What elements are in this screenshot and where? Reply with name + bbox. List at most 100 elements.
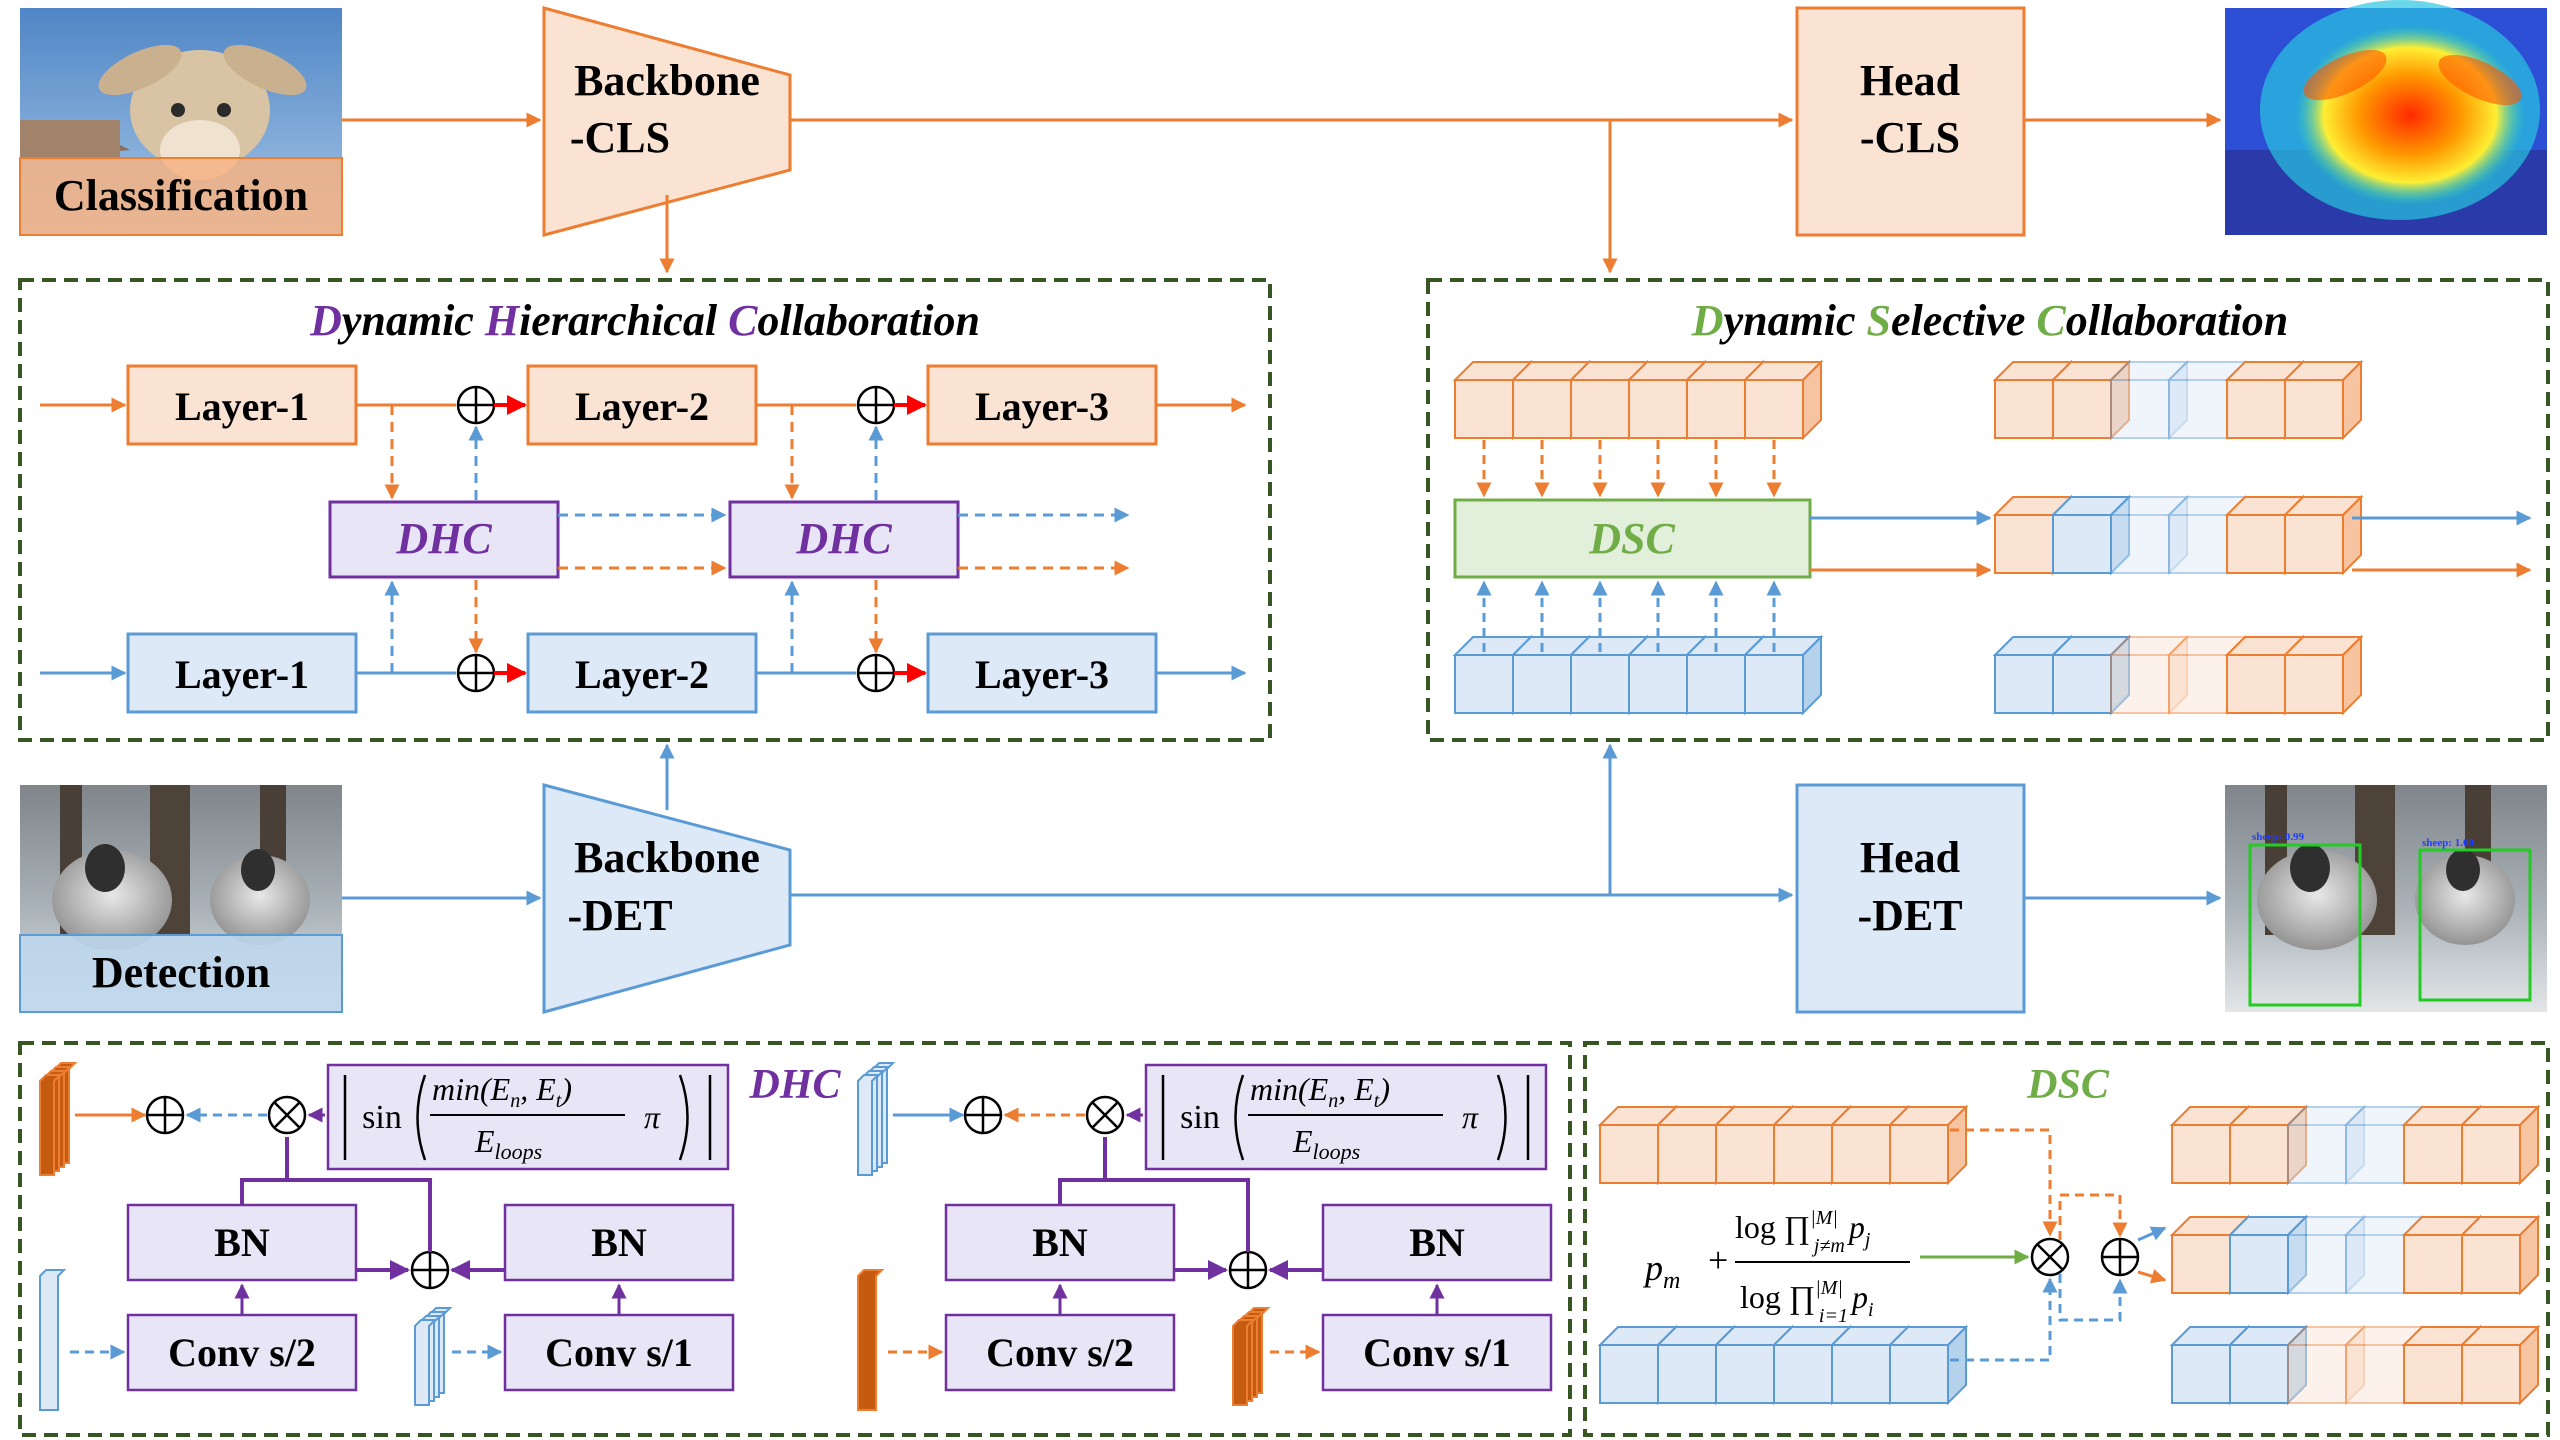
title-part: D: [1691, 296, 1724, 345]
det-bbox-1-label: sheep: 0.99: [2252, 831, 2304, 843]
blue-layer-2: [526, 632, 758, 714]
dsc-module: [1453, 498, 1812, 579]
detection-label-box: [19, 934, 343, 1013]
head-det: [1795, 783, 2026, 1014]
dsc-module-label: DSC: [1588, 514, 1675, 563]
det-main-flow: [342, 743, 2222, 906]
dsc-output-top-cube: [2050, 359, 2132, 441]
dhc-module-1-label: DHC: [395, 514, 492, 563]
head-cls-line1: Head: [1860, 56, 1960, 105]
dsc-output-mid-cube: [2108, 494, 2190, 576]
dsc-detail-content: [1597, 1104, 2541, 1406]
dhc-module-2-label: DHC: [795, 514, 892, 563]
det-bbox-1: [2248, 843, 2362, 1007]
left-conv-s1-label: Conv s/1: [545, 1330, 693, 1375]
right-formula-box: [1144, 1063, 1548, 1171]
dhc-orange-row: Layer-1 Layer-2 Layer-3: [40, 364, 1247, 446]
orange-layer-1: [126, 364, 358, 446]
left-formula-sin: sin: [362, 1099, 402, 1136]
dsc-detail-orange-cube: [1887, 1104, 1969, 1186]
left-output-feature-stack: [39, 1062, 78, 1176]
left-bn-left: [126, 1203, 358, 1282]
detection-label: Detection: [92, 948, 270, 997]
dsc-formula-plus: +: [1708, 1240, 1728, 1280]
dhc-detail-panel: [18, 1041, 1572, 1437]
dhc-detail-title: DHC: [748, 1062, 841, 1108]
title-part: S: [1867, 296, 1891, 345]
head-cls-line2: -CLS: [1860, 113, 1960, 162]
dsc-output-bottom-cube: [2050, 634, 2132, 716]
dhc-module-2: [728, 500, 960, 579]
dsc-output-mid-cube: [2282, 494, 2364, 576]
dsc-detail-out-bottom-cube: [2459, 1324, 2541, 1406]
left-formula-box: [326, 1063, 730, 1171]
left-input-feature-map: [39, 1269, 67, 1411]
right-conv-s2-label: Conv s/2: [986, 1330, 1134, 1375]
backbone-det-line2: -DET: [567, 891, 672, 940]
dhc-blue-row: Layer-1 Layer-2 Layer-3: [40, 632, 1247, 714]
left-bn-left-label: BN: [214, 1220, 270, 1265]
left-mid-feature-stack: [414, 1307, 453, 1406]
dsc-detail-out-mid-cube: [2459, 1214, 2541, 1296]
dsc-detail-out-mid-cube: [2285, 1214, 2367, 1296]
dsc-detail-panel: [1583, 1041, 2550, 1437]
title-part: ollaboration: [2066, 296, 2289, 345]
blue-layer-3-label: Layer-3: [975, 652, 1109, 697]
right-input-feature-map: [857, 1269, 885, 1411]
dsc-formula-numerator: log ∏|M|j≠mpj: [1735, 1207, 1871, 1257]
right-output-feature-stack: [857, 1062, 896, 1176]
dsc-detail-out-mid-cube: [2401, 1214, 2483, 1296]
blue-layer-1: [126, 632, 358, 714]
blue-layer-1-label: Layer-1: [175, 652, 309, 697]
left-conv-s2: [126, 1313, 358, 1392]
dsc-panel-feature-cubes: [1452, 359, 2364, 716]
backbone-det-line1: Backbone: [574, 833, 760, 882]
classification-output-heatmap: [2225, 0, 2547, 235]
dhc-panel-title: Dynamic Hierarchical Collaboration: [309, 296, 980, 345]
title-part: C: [728, 296, 758, 345]
right-formula-sin: sin: [1180, 1099, 1220, 1136]
title-part: elective: [1891, 296, 2036, 345]
detection-output-image: sheep: 0.99 sheep: 1.00: [2225, 785, 2547, 1012]
blue-layer-3: [926, 632, 1158, 714]
backbone-cls-line2: -CLS: [570, 113, 670, 162]
dsc-orange-input-cube: [1742, 359, 1824, 441]
right-conv-s1-label: Conv s/1: [1363, 1330, 1511, 1375]
dsc-output-bottom-cube: [2108, 634, 2190, 716]
det-bbox-2: [2418, 848, 2532, 1002]
dhc-module-1: [328, 500, 560, 579]
left-formula-denominator: Eloops: [474, 1123, 542, 1164]
dsc-formula-denominator: log ∏|M|i=1pi: [1740, 1277, 1874, 1327]
dhc-dashed-links: [384, 405, 1130, 673]
dsc-formula: pm + log ∏|M|j≠mpj log ∏|M|i=1pi: [1642, 1207, 1910, 1327]
classification-label: Classification: [54, 171, 308, 220]
right-formula-pi: π: [1462, 1099, 1479, 1135]
dsc-blue-input-cube: [1510, 634, 1592, 716]
dsc-blue-input-cube: [1742, 634, 1824, 716]
dsc-panel: [1426, 278, 2550, 742]
dsc-output-mid-cube: [2050, 494, 2132, 576]
left-conv-s1: [503, 1313, 735, 1392]
dsc-detail-out-top-cube: [2285, 1104, 2367, 1186]
det-bbox-2-label: sheep: 1.00: [2422, 837, 2474, 849]
title-part: ynamic: [1719, 296, 1867, 345]
backbone-cls-line1: Backbone: [574, 56, 760, 105]
title-part: C: [2036, 296, 2066, 345]
dsc-detail-orange-cube: [1597, 1104, 1679, 1186]
head-det-line2: -DET: [1857, 891, 1962, 940]
title-part: D: [309, 296, 342, 345]
dsc-output-top-cube: [2282, 359, 2364, 441]
orange-layer-3-label: Layer-3: [975, 384, 1109, 429]
dsc-formula-pm: pm: [1642, 1248, 1680, 1294]
left-formula-pi: π: [644, 1099, 661, 1135]
dsc-panel-title: Dynamic Selective Collaboration: [1691, 296, 2288, 345]
right-mid-feature-stack: [1232, 1307, 1271, 1406]
head-det-line1: Head: [1860, 833, 1960, 882]
backbone-cls: [542, 6, 792, 237]
right-bn-right: [1321, 1203, 1553, 1282]
classification-label-box: [19, 157, 343, 236]
dsc-output-top-cube: [2108, 359, 2190, 441]
